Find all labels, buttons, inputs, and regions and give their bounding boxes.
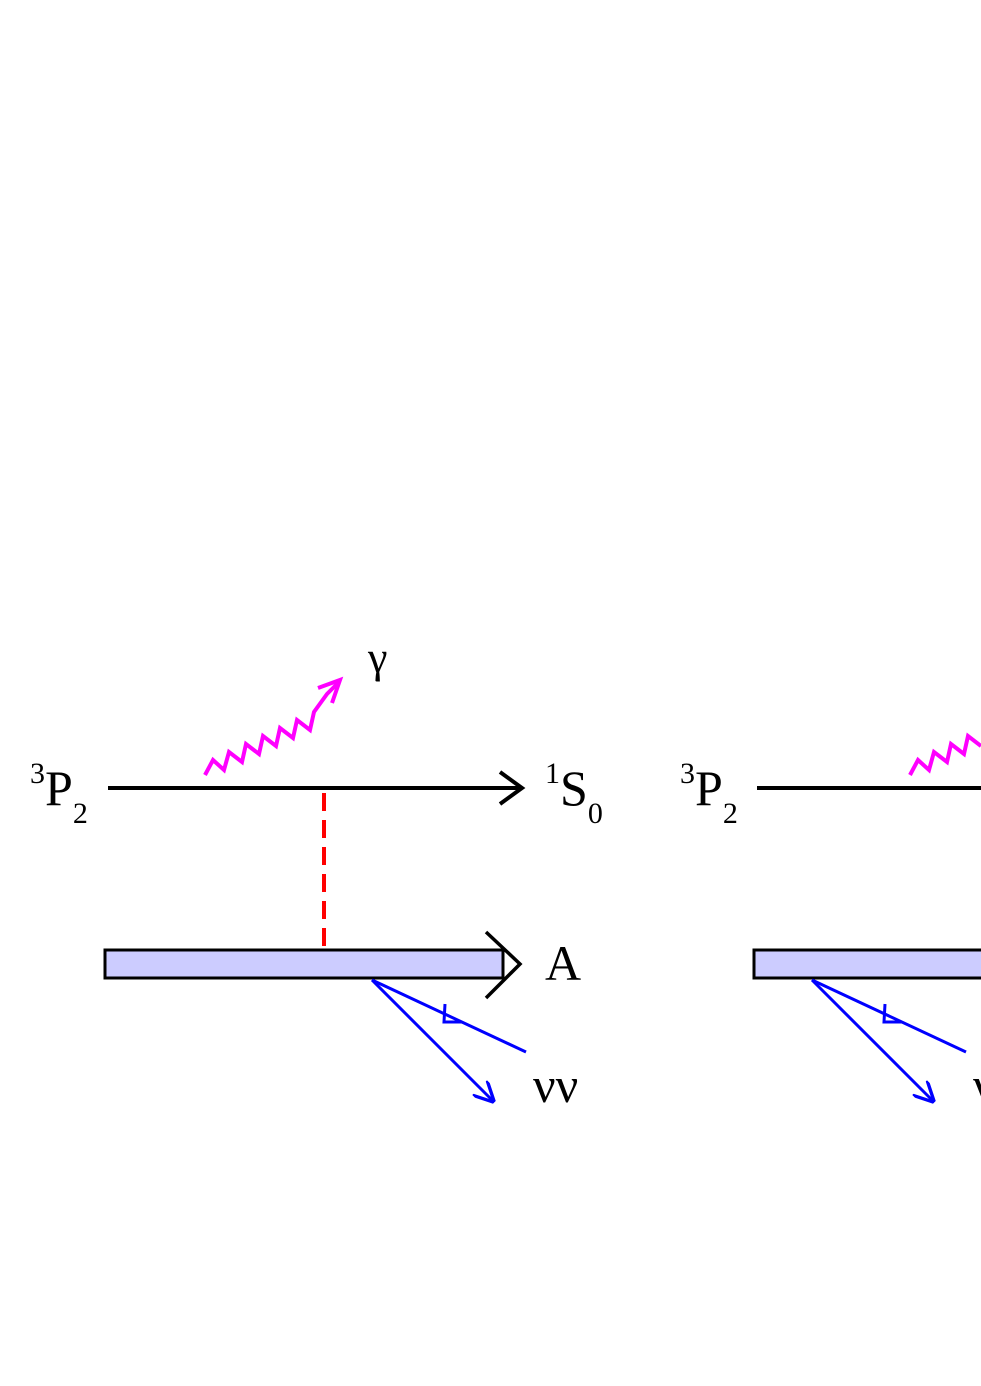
neutrino-label-2: ν <box>973 1057 981 1113</box>
neutrino-line-in-2 <box>811 978 967 1054</box>
nucleus-bar <box>103 948 505 980</box>
fermion-arrowhead <box>498 770 526 806</box>
nucleus-label: A <box>545 935 581 991</box>
diagram-left: 3P2 1S0 γ A νν <box>30 633 603 1113</box>
photon-line-2 <box>908 732 981 776</box>
neutrino-line-out <box>370 978 493 1101</box>
neutrino-label: νν <box>533 1057 578 1113</box>
neutrino-in-arrowhead-2 <box>882 1003 902 1024</box>
nucleus-bar-2 <box>752 948 981 980</box>
neutrino-in-arrowhead <box>442 1003 462 1024</box>
neutrino-line-out-2 <box>810 978 933 1101</box>
diagram-right: 3P2 ν <box>680 732 981 1113</box>
initial-state-label-2: 3P2 <box>680 757 738 830</box>
photon-arrowhead <box>317 676 344 704</box>
nucleus-arrowhead <box>484 930 523 1000</box>
photon-label: γ <box>367 633 387 682</box>
neutrino-line-in <box>371 978 527 1054</box>
final-state-label: 1S0 <box>545 757 603 830</box>
initial-state-label: 3P2 <box>30 757 88 830</box>
photon-line <box>203 681 340 776</box>
